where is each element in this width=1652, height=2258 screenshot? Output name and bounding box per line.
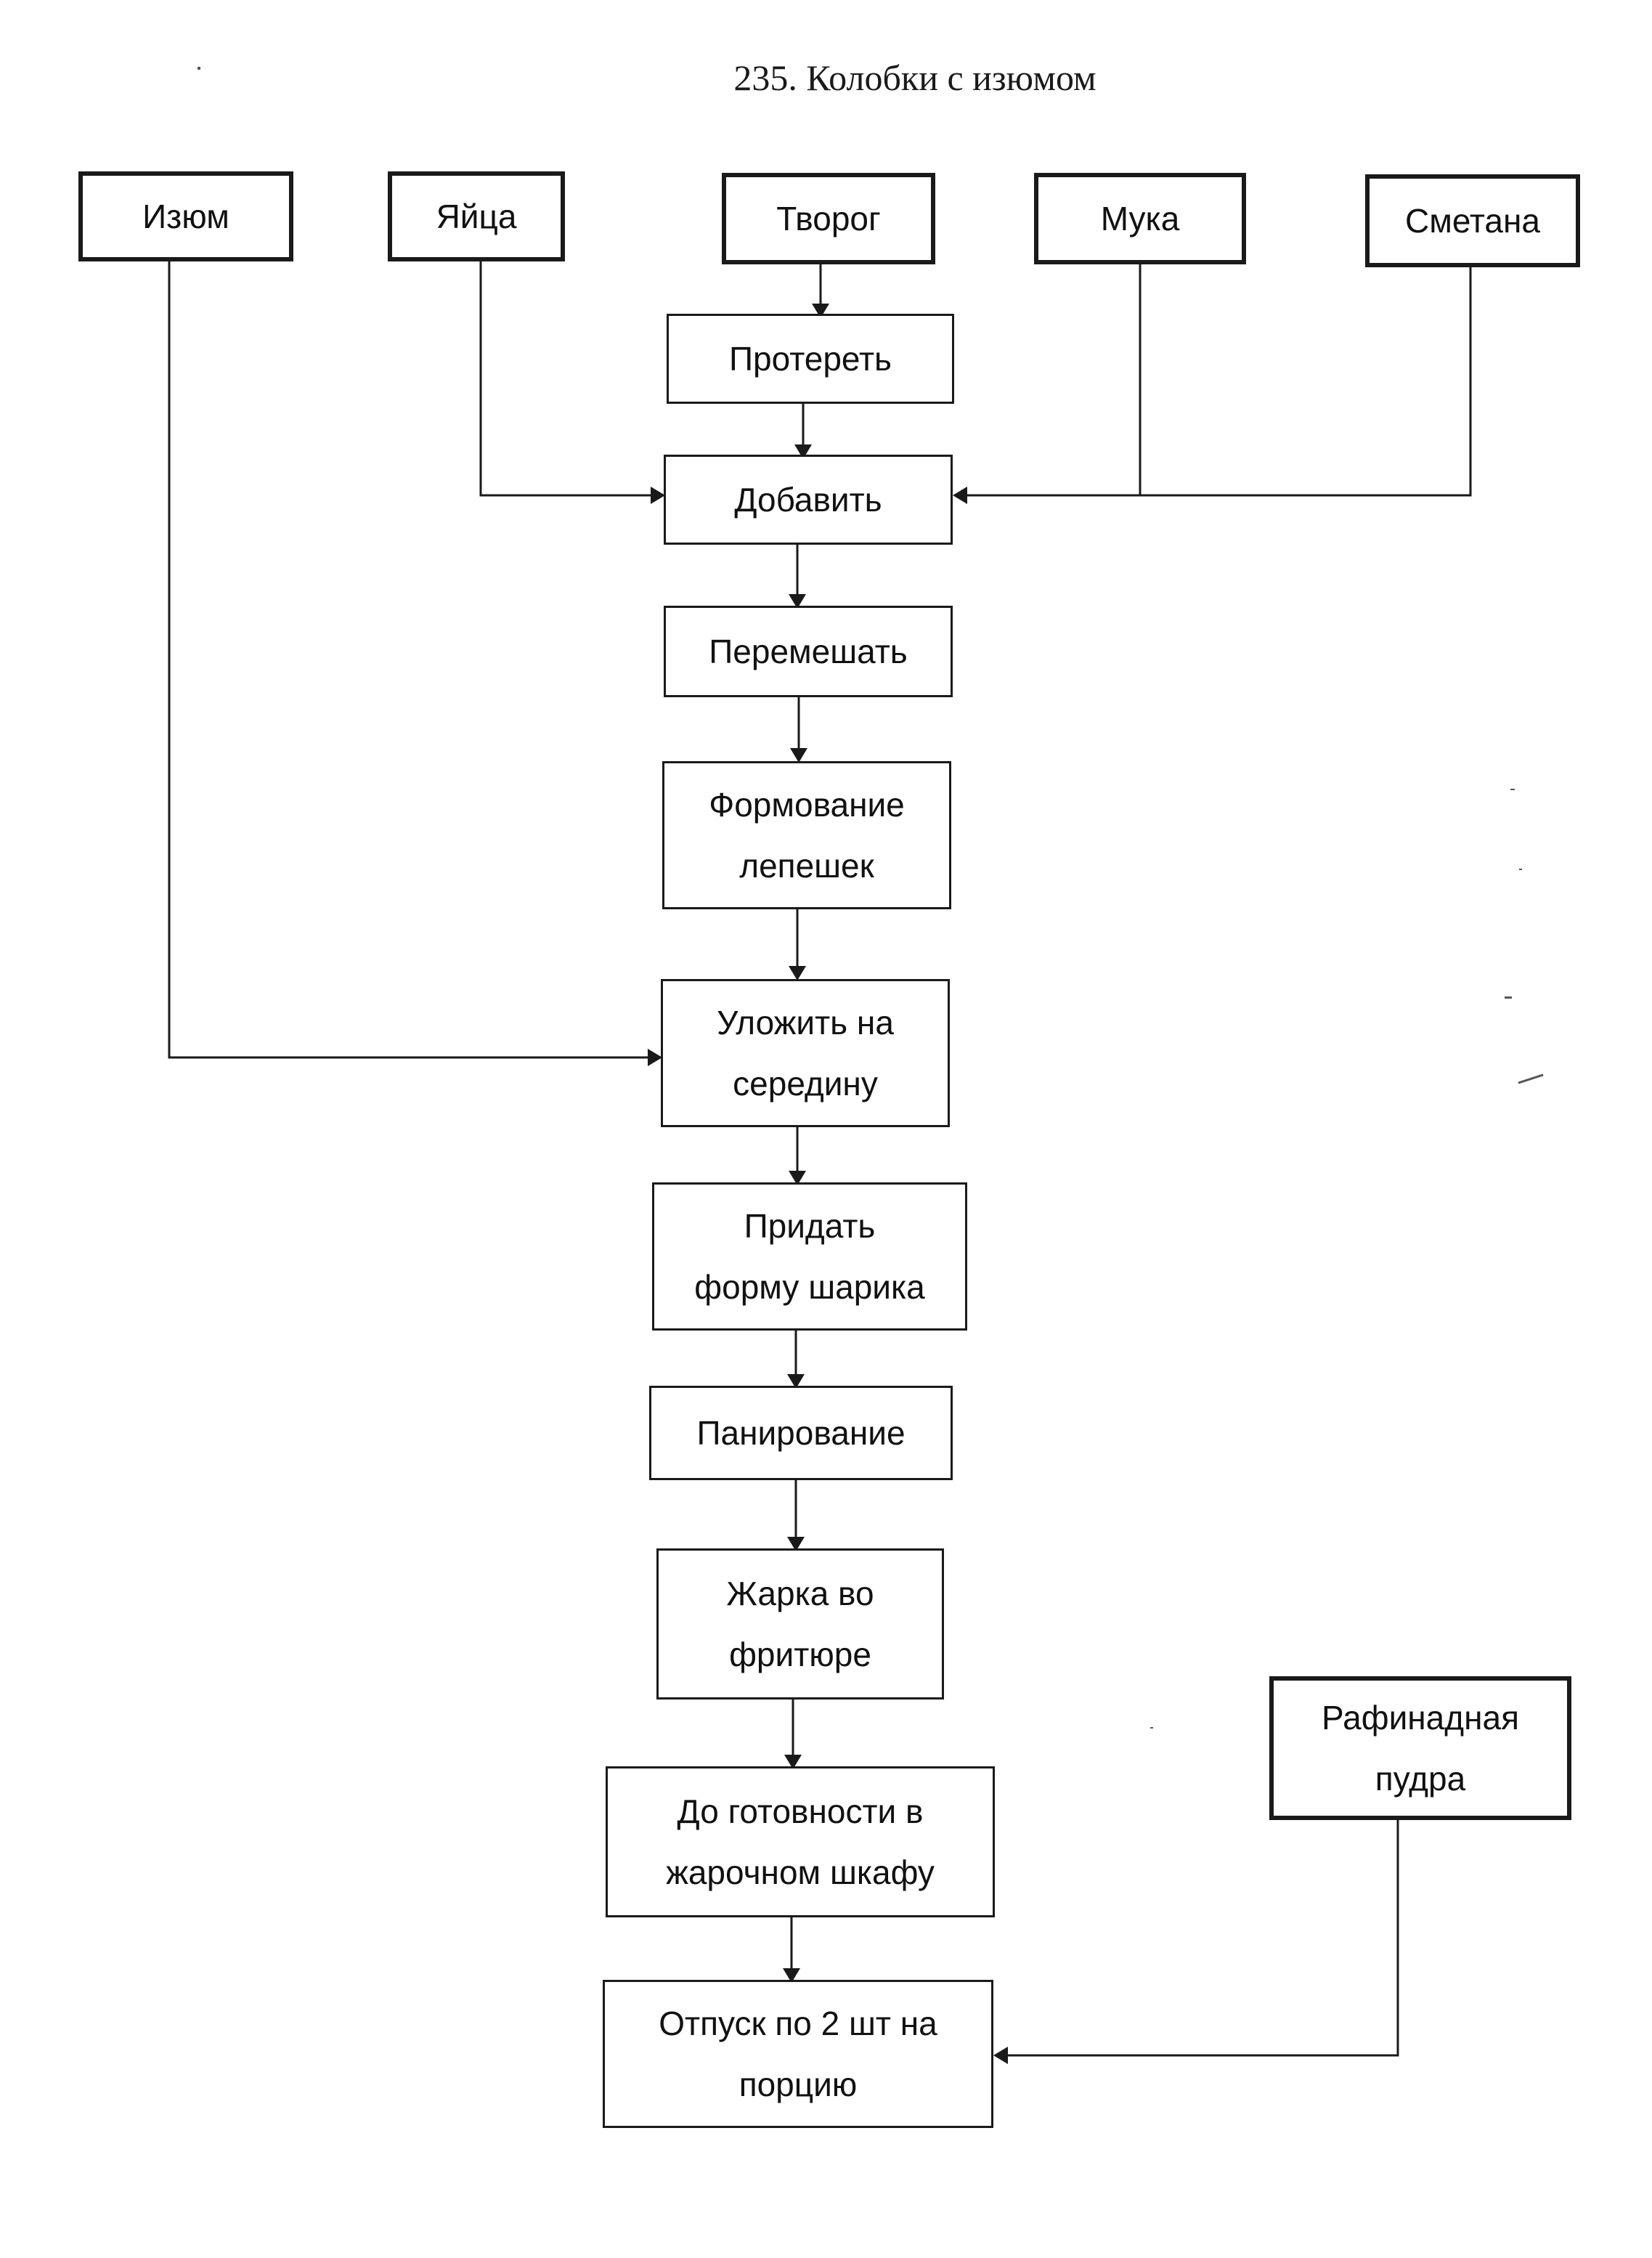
step-label-serve: Отпуск по 2 шт на порцию: [659, 2005, 937, 2103]
arrowhead-add-top: [794, 444, 812, 459]
scan-speck: [1510, 789, 1515, 790]
ingredient-box-sour-cream: Сметана: [1365, 174, 1580, 267]
step-box-add: Добавить: [664, 455, 953, 545]
connector-raisins-to-place: [168, 260, 650, 1059]
step-label-add: Добавить: [734, 481, 882, 519]
step-box-rub: Протереть: [667, 314, 954, 404]
ingredient-box-cottage-cheese: Творог: [722, 173, 935, 264]
ingredient-label-sour-cream: Сметана: [1404, 202, 1541, 240]
step-label-finish-oven: До готовности в жарочном шкафу: [666, 1792, 935, 1891]
arrowhead-oven: [784, 1755, 802, 1769]
arrowhead-breading: [787, 1374, 805, 1389]
step-label-form-cakes: Формование лепешек: [709, 786, 905, 885]
step-label-rub: Протереть: [728, 340, 892, 378]
ingredient-box-eggs: Яйца: [388, 171, 565, 261]
step-box-mix: Перемешать: [664, 606, 953, 697]
ingredient-box-powdered-sugar: Рафинадная пудра: [1269, 1676, 1571, 1820]
step-label-breading: Панирование: [696, 1414, 906, 1452]
step-label-deep-fry: Жарка во фритюре: [726, 1575, 874, 1673]
step-box-form-cakes: Формование лепешек: [662, 761, 951, 909]
connector-sugar-to-serve: [1005, 1819, 1399, 2057]
ingredient-label-powdered-sugar: Рафинадная пудра: [1321, 1699, 1519, 1798]
step-label-place-center: Уложить на середину: [717, 1004, 894, 1102]
ingredient-box-flour: Мука: [1034, 173, 1246, 264]
scan-speck: [1519, 869, 1522, 870]
ingredient-label-raisins: Изюм: [142, 198, 229, 235]
step-box-place-center: Уложить на середину: [661, 979, 950, 1127]
scan-speck: [1150, 1727, 1153, 1729]
arrowhead-form: [790, 748, 807, 763]
scan-speck: [1505, 996, 1512, 999]
connector-eggs-to-add: [479, 260, 654, 497]
step-box-deep-fry: Жарка во фритюре: [656, 1548, 944, 1699]
scan-speck: [198, 67, 200, 70]
arrowhead-shape: [789, 1171, 806, 1185]
arrowhead-mix: [789, 594, 806, 609]
step-box-finish-oven: До готовности в жарочном шкафу: [606, 1766, 995, 1917]
arrowhead-place-top: [789, 966, 806, 980]
step-box-serve: Отпуск по 2 шт на порцию: [603, 1980, 993, 2128]
arrowhead-add-left: [651, 487, 665, 504]
step-box-shape-ball: Придать форму шарика: [652, 1182, 967, 1331]
arrowhead-fry: [787, 1537, 805, 1551]
arrowhead-add-right: [953, 487, 967, 504]
ingredient-label-flour: Мука: [1100, 200, 1180, 237]
arrowhead-serve-top: [783, 1968, 800, 1983]
step-label-mix: Перемешать: [709, 633, 908, 670]
step-label-shape-ball: Придать форму шарика: [694, 1207, 925, 1306]
diagram-title: 235. Колобки с изюмом: [733, 57, 1096, 98]
arrowhead-place-left: [648, 1049, 662, 1066]
ingredient-label-eggs: Яйца: [436, 198, 517, 235]
step-box-breading: Панирование: [649, 1386, 953, 1480]
arrowhead-serve-right: [993, 2047, 1008, 2064]
arrowhead-rub: [812, 304, 829, 318]
ingredient-label-cottage-cheese: Творог: [776, 200, 881, 237]
ingredient-box-raisins: Изюм: [78, 171, 293, 261]
connector-sourcream-to-add: [964, 266, 1472, 497]
